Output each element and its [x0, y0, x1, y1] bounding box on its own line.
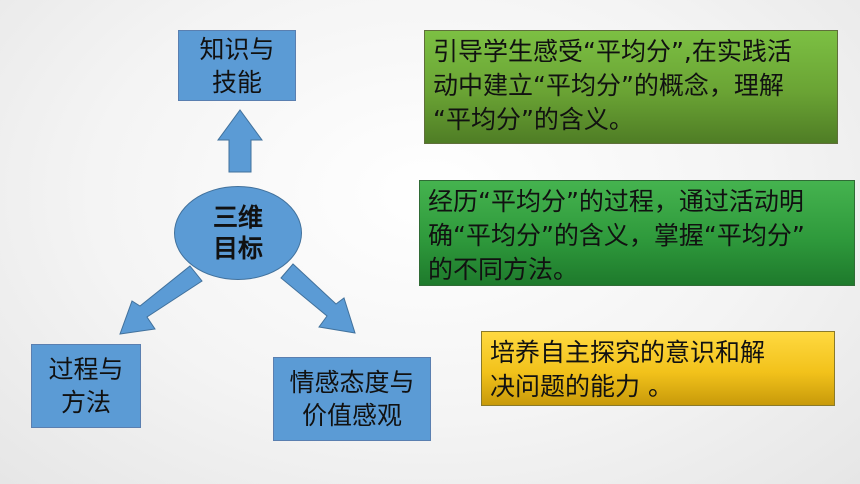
note-knowledge-line: 动中建立“平均分”的概念，理解 — [433, 71, 784, 100]
note-process-line: 的不同方法。 — [428, 255, 579, 284]
node-emotion-values: 情感态度与 价值感观 — [273, 357, 431, 441]
note-emotion: 培养自主探究的意识和解 决问题的能力 。 — [481, 331, 835, 406]
note-process-line: 确“平均分”的含义，掌握“平均分” — [428, 221, 805, 250]
note-emotion-line: 培养自主探究的意识和解 — [490, 338, 766, 367]
note-process-line: 经历“平均分”的过程，通过活动明 — [428, 187, 804, 216]
note-knowledge: 引导学生感受“平均分”,在实践活 动中建立“平均分”的概念，理解 “平均分”的含… — [424, 30, 838, 144]
node-knowledge-line1: 知识与 — [199, 34, 275, 64]
node-process-line1: 过程与 — [48, 355, 124, 384]
note-knowledge-line: “平均分”的含义。 — [433, 105, 634, 134]
node-emotion-line2: 价值感观 — [301, 401, 402, 430]
note-knowledge-line: 引导学生感受“平均分”,在实践活 — [433, 37, 792, 66]
node-knowledge-line2: 技能 — [211, 67, 262, 97]
node-process-line2: 方法 — [60, 388, 111, 417]
center-line1: 三维 — [212, 203, 263, 232]
arrow-down-right-icon — [280, 263, 356, 334]
note-process: 经历“平均分”的过程，通过活动明 确“平均分”的含义，掌握“平均分” 的不同方法… — [419, 180, 855, 286]
center-line2: 目标 — [212, 234, 263, 263]
arrow-up-icon — [217, 109, 263, 173]
node-emotion-line1: 情感态度与 — [289, 368, 415, 397]
note-emotion-line: 决问题的能力 。 — [490, 372, 673, 401]
center-node: 三维 目标 — [174, 186, 302, 280]
node-process-method: 过程与 方法 — [31, 344, 141, 428]
arrow-down-left-icon — [119, 265, 203, 335]
node-knowledge-skills: 知识与 技能 — [178, 30, 296, 101]
